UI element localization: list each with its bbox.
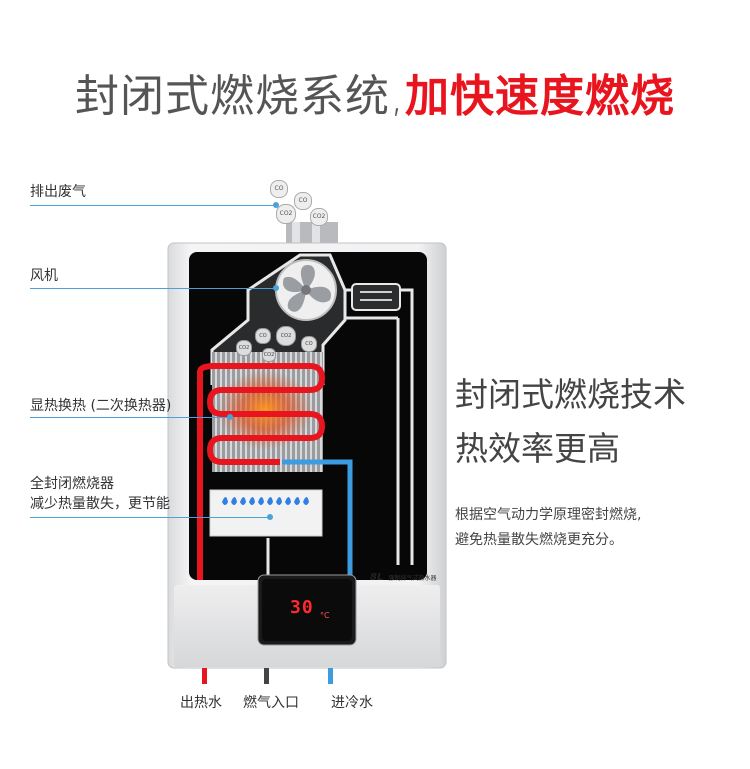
callout-heat-exchanger-dot — [227, 414, 233, 420]
callout-burner: 全封闭燃烧器 — [30, 476, 114, 492]
pipe-label-hot-water: 出热水 — [180, 695, 222, 711]
callout-burner-line — [30, 517, 270, 518]
title-part-1: 封闭式燃烧系统, — [75, 71, 405, 122]
molecule: CO2 — [236, 340, 252, 356]
callout-exhaust-dot — [273, 202, 279, 208]
callout-burner-sub: 减少热量散失，更节能 — [30, 496, 170, 512]
badge-text: 强制排气式热水器 — [388, 575, 437, 582]
callout-fan: 风机 — [30, 268, 58, 284]
temperature-readout: 30 — [290, 597, 314, 618]
molecule: CO — [255, 328, 271, 344]
burner — [209, 489, 323, 537]
molecule: CO2 — [276, 204, 296, 224]
molecule: CO — [301, 336, 317, 352]
burner-flames — [222, 497, 309, 505]
callout-exhaust: 排出废气 — [30, 184, 86, 200]
badge-capacity: 8L — [370, 572, 384, 583]
feature-desc-2: 避免热量散失燃烧更充分。 — [455, 532, 623, 548]
capacity-badge: 8L 强制排气式热水器 — [370, 565, 436, 584]
hot-water-coil — [197, 363, 325, 580]
fan-motor — [351, 283, 401, 311]
molecule: CO2 — [310, 208, 328, 226]
feature-heading-1: 封闭式燃烧技术 — [455, 375, 686, 414]
molecule: CO — [294, 192, 312, 210]
molecule: CO2 — [276, 326, 296, 346]
gas-inlet — [264, 668, 269, 684]
hot-water-outlet — [202, 668, 207, 684]
page-title: 封闭式燃烧系统,加快速度燃烧 — [0, 60, 750, 124]
callout-fan-line — [30, 288, 276, 289]
callout-exhaust-line — [30, 205, 276, 206]
temperature-unit: °C — [320, 611, 330, 620]
callout-fan-dot — [273, 285, 279, 291]
fan — [275, 259, 337, 321]
title-part-2: 加快速度燃烧 — [405, 71, 675, 122]
pipe-label-gas: 燃气入口 — [243, 695, 299, 711]
callout-heat-exchanger: 显热换热 (二次换热器) — [30, 398, 172, 414]
molecule: CO2 — [262, 348, 276, 362]
cold-water-pipe — [282, 459, 353, 580]
molecule: CO — [270, 180, 288, 198]
feature-heading-2: 热效率更高 — [455, 429, 620, 468]
callout-burner-dot — [267, 514, 273, 520]
cold-water-inlet — [328, 668, 333, 684]
callout-heat-exchanger-line — [30, 417, 230, 418]
feature-desc-1: 根据空气动力学原理密封燃烧, — [455, 507, 642, 523]
pipe-label-cold-water: 进冷水 — [331, 695, 373, 711]
